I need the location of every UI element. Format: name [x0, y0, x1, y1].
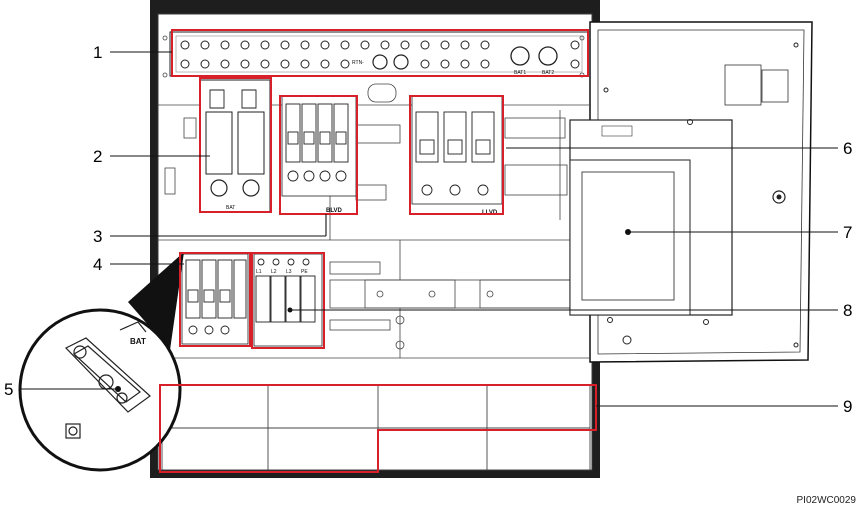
- bat2-label: BAT2: [542, 70, 554, 76]
- callout-dots: [115, 229, 631, 392]
- surge-protective-device: L1 L2 L3 PE: [253, 253, 323, 347]
- highlight-spd: [251, 252, 325, 349]
- monitoring-unit: [569, 119, 733, 345]
- callout-8: 8: [843, 301, 852, 320]
- busbar-terminal-row: RTN- BAT1 BAT2: [169, 31, 589, 77]
- highlight-blvd: [279, 95, 358, 215]
- highlight-boxes: [159, 29, 597, 473]
- callout-2: 2: [93, 147, 102, 166]
- spd-pe-label: PE: [301, 269, 308, 275]
- spd-l2-label: L2: [271, 269, 277, 275]
- rtn-terminal-2: [393, 54, 409, 70]
- blvd-label: BLVD: [326, 208, 343, 214]
- bat1-label: BAT1: [514, 70, 526, 76]
- magnifier-detail: BAT: [18, 252, 184, 472]
- bat1-terminal: [510, 46, 530, 66]
- document-code: PI02WC0029: [796, 495, 856, 506]
- busbar-bottom-screws: [180, 59, 580, 69]
- highlight-cable-entry: [159, 384, 597, 473]
- callout-7: 7: [843, 223, 852, 242]
- highlight-battery-breaker: [199, 77, 272, 213]
- callout-lines: [20, 51, 838, 407]
- bat-breaker-label: BAT: [226, 205, 235, 211]
- llvd-breakers: LLVD: [411, 95, 503, 216]
- highlight-llvd: [409, 95, 504, 215]
- callout-5: 5: [4, 380, 13, 399]
- callout-4: 4: [93, 255, 102, 274]
- blvd-breakers: BLVD: [281, 95, 357, 214]
- bat-magnified-label: BAT: [130, 337, 146, 346]
- callout-numbers: 1 2 3 4 5 6 7 8 9: [4, 43, 852, 416]
- highlight-load-breakers: [179, 252, 251, 347]
- spd-l1-label: L1: [256, 269, 262, 275]
- highlight-busbar: [171, 29, 589, 77]
- busbar-top-screws: [180, 40, 580, 50]
- callout-3: 3: [93, 227, 102, 246]
- load-breakers: [181, 253, 249, 345]
- rtn-terminal: [372, 54, 388, 70]
- bat2-terminal: [538, 46, 558, 66]
- rtn-label: RTN-: [352, 60, 364, 66]
- callout-1: 1: [93, 43, 102, 62]
- spd-l3-label: L3: [286, 269, 292, 275]
- battery-breaker: BAT: [199, 79, 271, 213]
- callout-9: 9: [843, 397, 852, 416]
- callout-6: 6: [843, 139, 852, 158]
